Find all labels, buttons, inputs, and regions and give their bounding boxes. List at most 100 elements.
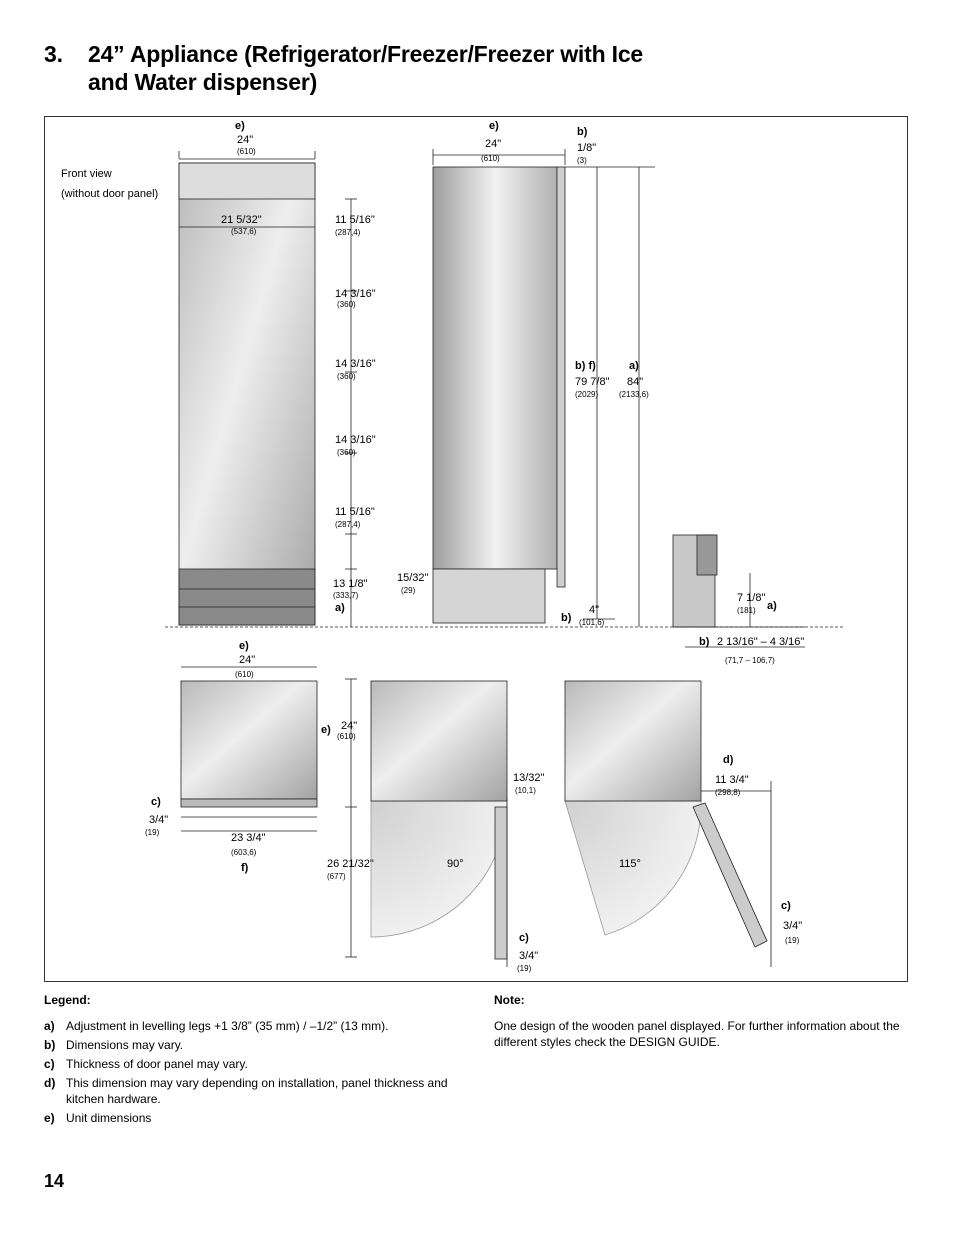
top-c-letter: c) (151, 796, 161, 808)
detail-h-mm: (181) (737, 606, 756, 615)
door115-c-mm: (19) (785, 936, 800, 945)
front-s1-mm: (287,4) (335, 228, 361, 237)
side-e-in: 24" (485, 138, 501, 150)
legend-text: Thickness of door panel may vary. (66, 1057, 248, 1071)
dimension-figure: Front view (without door panel) e) 24" (… (44, 116, 908, 982)
door115-c-letter: c) (781, 900, 791, 912)
front-view-toe-grille (178, 568, 316, 626)
top-c-in: 3/4" (149, 814, 168, 826)
section-number: 3. (44, 41, 63, 67)
side-base-mm: (101,6) (579, 618, 605, 627)
detail-range-in: 2 13/16" – 4 3/16" (717, 636, 804, 648)
legend-text: Adjustment in levelling legs +1 3/8” (35… (66, 1019, 389, 1033)
top-w-in: 24" (239, 654, 255, 666)
top-f-letter: f) (241, 862, 249, 874)
door115-d-letter: d) (723, 754, 734, 766)
top-w2-mm: (603,6) (231, 848, 257, 857)
legend-key: c) (44, 1057, 55, 1071)
side-e-mm: (610) (481, 154, 500, 163)
front-view-top-panel (178, 162, 316, 200)
detail-range-mm: (71,7 – 106,7) (725, 656, 775, 665)
door-90-body (370, 680, 508, 802)
legend-heading: Legend: (44, 993, 91, 1007)
front-a-letter: a) (335, 602, 345, 614)
legend-key: a) (44, 1019, 55, 1033)
front-s1-in: 11 5/16" (335, 214, 375, 226)
top-c-mm: (19) (145, 828, 160, 837)
side-toe-mm: (29) (401, 586, 416, 595)
top-w-mm: (610) (235, 670, 254, 679)
front-e-letter: e) (235, 120, 245, 132)
side-b-in: 1/8" (577, 142, 596, 154)
door115-d-mm: (298,8) (715, 788, 741, 797)
door90-c-in: 3/4" (519, 950, 538, 962)
legend-text: Dimensions may vary. (66, 1038, 184, 1052)
door115-c-in: 3/4" (783, 920, 802, 932)
top-w2-in: 23 3/4" (231, 832, 266, 844)
front-s6-mm: (333,7) (333, 591, 359, 600)
note-text: One design of the wooden panel displayed… (494, 1019, 900, 1049)
front-s2-in: 14 3/16" (335, 288, 376, 300)
side-e-letter: e) (489, 120, 499, 132)
legend-item: e)Unit dimensions (44, 1110, 464, 1126)
section-title-line1: 24” Appliance (Refrigerator/Freezer/Free… (88, 41, 643, 67)
section-title: 3. 24” Appliance (Refrigerator/Freezer/Fr… (44, 40, 643, 96)
front-e-in: 24" (237, 134, 253, 146)
door-90-swing-arc (370, 800, 508, 938)
front-s4-mm: (360) (337, 448, 356, 457)
side-view-body (432, 166, 558, 570)
side-bf-mm: (2029) (575, 390, 598, 399)
detail-h-in: 7 1/8" (737, 592, 765, 604)
front-caption-1: Front view (61, 168, 112, 180)
side-base-in: 4" (589, 604, 599, 616)
note: Note: One design of the wooden panel dis… (494, 992, 908, 1050)
front-s5-mm: (287,4) (335, 520, 361, 529)
front-s6-in: 13 1/8" (333, 578, 368, 590)
front-inner-mm: (537,6) (231, 227, 257, 236)
door-115-door (692, 802, 768, 948)
legend-item: a) Adjustment in levelling legs +1 3/8” (… (44, 1018, 464, 1034)
top-view-door-panel (180, 798, 318, 808)
front-caption-2: (without door panel) (61, 188, 158, 200)
section-title-line2: and Water dispenser) (88, 69, 318, 95)
door90-gap-mm: (10,1) (515, 786, 536, 795)
front-view-body (178, 162, 316, 626)
front-s3-mm: (360) (337, 372, 356, 381)
top-view-body (180, 680, 318, 800)
side-b-mm: (3) (577, 156, 587, 165)
side-bf-in: 79 7/8" (575, 376, 610, 388)
side-b2-letter: b) (561, 612, 572, 624)
door90-angle: 90° (447, 858, 464, 870)
top-d2-in: 26 21/32" (327, 858, 374, 870)
detail-b-letter: b) (699, 636, 710, 648)
legend-item: b)Dimensions may vary. (44, 1037, 464, 1053)
front-e-mm: (610) (237, 147, 256, 156)
door90-c-mm: (19) (517, 964, 532, 973)
top-e2-letter: e) (321, 724, 331, 736)
front-s5-in: 11 5/16" (335, 506, 375, 518)
door115-d-in: 11 3/4" (715, 774, 749, 786)
front-s3-in: 14 3/16" (335, 358, 376, 370)
top-e-letter: e) (239, 640, 249, 652)
door-90-door (494, 806, 508, 960)
legend: Legend: a) Adjustment in levelling legs +… (44, 992, 464, 1129)
door90-c-letter: c) (519, 932, 529, 944)
side-view-door-panel (556, 166, 566, 588)
top-d-in: 24" (341, 720, 357, 732)
note-heading: Note: (494, 993, 525, 1007)
legend-item: c) Thickness of door panel may vary. (44, 1056, 464, 1072)
side-toe-in: 15/32" (397, 572, 429, 584)
side-view-base (432, 568, 546, 624)
side-bf-letter: b) f) (575, 360, 596, 372)
front-s4-in: 14 3/16" (335, 434, 376, 446)
legend-text: This dimension may vary depending on ins… (66, 1076, 448, 1106)
legend-text: Unit dimensions (66, 1111, 152, 1125)
dimension-drawing: Front view (without door panel) e) 24" (… (61, 120, 845, 973)
front-s2-mm: (360) (337, 300, 356, 309)
legend-key: d) (44, 1076, 56, 1090)
side-a-letter: a) (629, 360, 639, 372)
side-a-in: 84" (627, 376, 643, 388)
detail-a-letter: a) (767, 600, 777, 612)
side-a-mm: (2133,6) (619, 390, 649, 399)
side-b-letter: b) (577, 126, 588, 138)
